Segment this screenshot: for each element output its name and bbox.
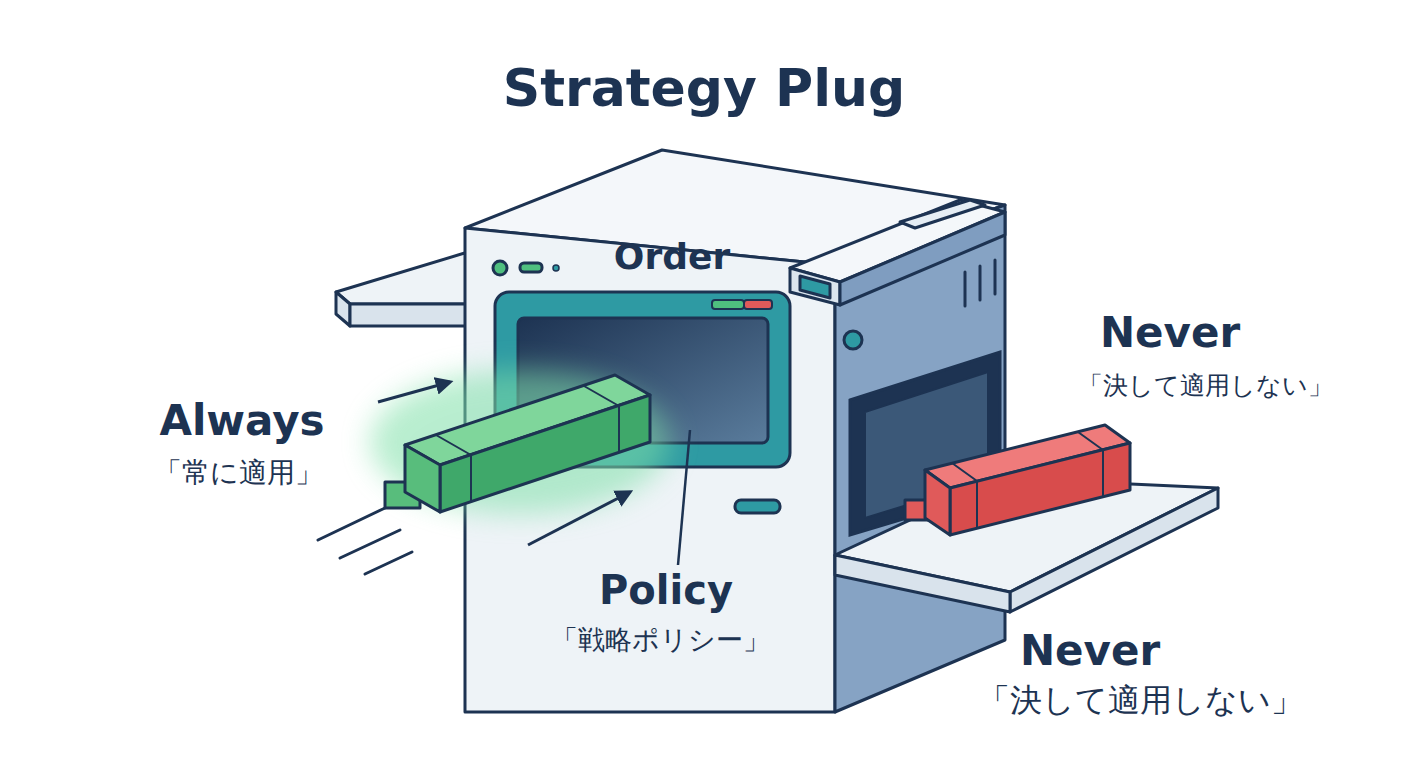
control-panel — [790, 268, 840, 305]
front-indicators — [493, 261, 507, 275]
insert-slot — [744, 300, 772, 309]
green-plug — [405, 445, 440, 512]
diagram-title: Strategy Plug — [354, 56, 1054, 121]
side-details — [844, 260, 1000, 535]
leader-line — [678, 430, 690, 565]
motion-lines — [340, 530, 400, 558]
machine-label: Order — [562, 234, 782, 279]
control-panel — [900, 200, 985, 228]
tray-sublabel: 「決して適用しない」 — [950, 680, 1330, 720]
plug-subtitle: 「常に適用」 — [108, 455, 368, 490]
plug-heading: Never — [1060, 306, 1280, 359]
always-plug-node: Always 「常に適用」 — [100, 360, 670, 530]
front-indicators — [553, 265, 559, 271]
insert-arrow — [378, 382, 630, 545]
left-tray — [350, 304, 468, 326]
insert-arrow — [378, 382, 450, 402]
side-details — [844, 331, 862, 349]
leader-line — [678, 430, 690, 565]
control-panel — [800, 276, 830, 298]
left-tray — [336, 252, 468, 304]
side-details — [850, 352, 1000, 535]
side-details — [979, 266, 982, 300]
side-details — [964, 272, 967, 306]
left-tray — [336, 292, 350, 326]
red-plug — [1078, 432, 1103, 497]
red-plug — [905, 425, 1130, 535]
front-indicators — [493, 261, 559, 275]
insert-slot — [712, 300, 744, 309]
green-plug — [370, 370, 670, 514]
right-tray — [835, 555, 1010, 612]
motion-lines — [365, 552, 412, 574]
plug-heading: Always — [122, 394, 362, 447]
left-tray — [336, 252, 468, 326]
insert-arrow — [528, 492, 630, 545]
front-indicators — [520, 263, 542, 272]
slot-sublabel: 「戦略ポリシー」 — [520, 623, 800, 657]
motion-lines — [318, 508, 385, 540]
never-plug-node: Never 「決して適用しない」 — [900, 300, 1360, 550]
tray-label: Never — [980, 624, 1200, 677]
insert-slot — [735, 500, 780, 513]
control-panel — [790, 200, 1005, 305]
red-plug — [925, 470, 950, 535]
red-plug — [952, 463, 977, 528]
green-plug — [584, 386, 619, 453]
slot-label: Policy — [546, 565, 786, 615]
green-plug — [370, 370, 670, 514]
green-plug — [436, 435, 471, 502]
plug-subtitle: 「決して適用しない」 — [1055, 370, 1355, 401]
side-details — [994, 260, 997, 294]
motion-lines — [318, 508, 412, 574]
